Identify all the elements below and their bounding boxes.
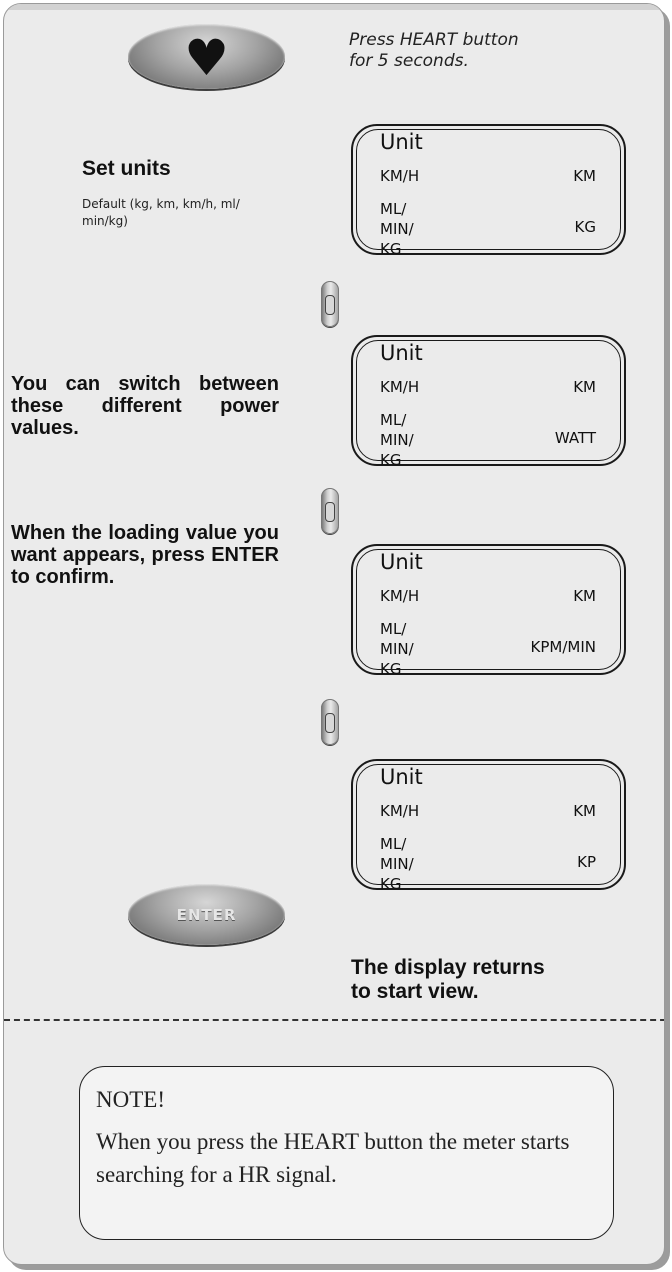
enter-button[interactable]: ENTER: [128, 884, 285, 945]
set-units-heading: Set units: [82, 157, 171, 180]
lcd-oxygen-unit: ML/ MIN/ KG: [380, 200, 414, 258]
lcd-distance-unit: KM: [573, 587, 596, 605]
note-box: NOTE! When you press the HEART button th…: [79, 1066, 614, 1240]
lcd-power-unit: WATT: [554, 429, 596, 447]
lcd-display-kpm: Unit KM/H KM ML/ MIN/ KG KPM/MIN: [351, 544, 626, 678]
enter-button-label: ENTER: [176, 905, 237, 924]
heart-button[interactable]: ♥: [128, 24, 285, 89]
lcd-power-unit: KP: [577, 853, 596, 871]
loading-value-text: When the loading value you want appears,…: [11, 522, 279, 588]
manual-panel: ♥ Press HEART button for 5 seconds. Set …: [3, 3, 665, 1265]
lcd-oxygen-unit: ML/ MIN/ KG: [380, 835, 414, 893]
returns-text: The display returns to start view.: [351, 956, 545, 1003]
lcd-oxygen-unit: ML/ MIN/ KG: [380, 620, 414, 678]
lcd-distance-unit: KM: [573, 378, 596, 396]
switch-power-text: You can switch between these different p…: [11, 373, 279, 439]
lcd-speed-unit: KM/H: [380, 587, 420, 605]
scroll-button-icon[interactable]: [321, 488, 339, 534]
default-units-note: Default (kg, km, km/h, ml/ min/kg): [82, 197, 240, 228]
lcd-title: Unit: [380, 550, 423, 574]
lcd-title: Unit: [380, 341, 423, 365]
lcd-speed-unit: KM/H: [380, 167, 420, 185]
lcd-distance-unit: KM: [573, 167, 596, 185]
lcd-title: Unit: [380, 130, 423, 154]
lcd-power-unit: KPM/MIN: [530, 638, 596, 656]
lcd-weight-unit: KG: [574, 218, 596, 236]
lcd-speed-unit: KM/H: [380, 802, 420, 820]
section-divider: [4, 1019, 664, 1021]
note-body: When you press the HEART button the mete…: [96, 1129, 570, 1187]
heart-icon: ♥: [184, 28, 229, 87]
lcd-title: Unit: [380, 765, 423, 789]
note-title: NOTE!: [96, 1087, 165, 1112]
lcd-display-kg: Unit KM/H KM ML/ MIN/ KG KG: [351, 124, 626, 258]
scroll-button-icon[interactable]: [321, 281, 339, 327]
scroll-button-icon[interactable]: [321, 699, 339, 745]
lcd-display-kp: Unit KM/H KM ML/ MIN/ KG KP: [351, 759, 626, 893]
lcd-speed-unit: KM/H: [380, 378, 420, 396]
heart-instruction: Press HEART button for 5 seconds.: [349, 30, 519, 71]
lcd-display-watt: Unit KM/H KM ML/ MIN/ KG WATT: [351, 335, 626, 469]
lcd-oxygen-unit: ML/ MIN/ KG: [380, 411, 414, 469]
lcd-distance-unit: KM: [573, 802, 596, 820]
